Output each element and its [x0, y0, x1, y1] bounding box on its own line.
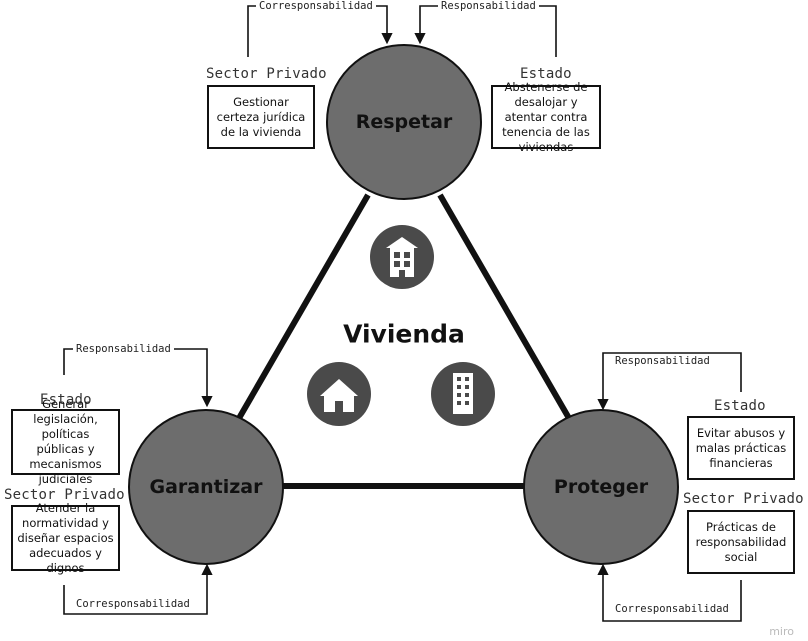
garantizar-corresponsabilidad-label: Corresponsabilidad [73, 598, 193, 610]
garantizar-state-box: Generar legislación, políticas públicas … [11, 397, 120, 486]
proteger-label: Proteger [553, 476, 649, 498]
respetar-state-text: Abstenerse de desalojar y atentar contra… [502, 79, 590, 154]
proteger-state-text: Evitar abusos y malas prácticas financie… [695, 425, 787, 470]
respetar-private-actor: Sector Privado [206, 66, 327, 82]
house-icon [307, 362, 371, 426]
office-tower-icon [431, 362, 495, 426]
proteger-circle [523, 409, 679, 565]
arrow-responsabilidad-respetar [414, 5, 557, 57]
respetar-label: Respetar [355, 111, 453, 133]
garantizar-state-text: Generar legislación, políticas públicas … [29, 397, 102, 486]
garantizar-private-box: Atender la normatividad y diseñar espaci… [11, 501, 120, 575]
apartment-building-icon [370, 225, 434, 289]
respetar-state-box: Abstenerse de desalojar y atentar contra… [491, 80, 601, 154]
proteger-private-text: Prácticas de responsabilidad social [695, 519, 787, 564]
center-title: Vivienda [343, 319, 465, 349]
respetar-private-box: Gestionar certeza jurídica de la viviend… [207, 85, 315, 149]
respetar-state-actor: Estado [520, 66, 572, 82]
garantizar-circle [128, 409, 284, 565]
respetar-responsabilidad-label: Responsabilidad [438, 0, 539, 12]
arrow-corresponsabilidad-respetar [247, 5, 393, 57]
proteger-corresponsabilidad-label: Corresponsabilidad [612, 603, 732, 615]
garantizar-private-text: Atender la normatividad y diseñar espaci… [17, 500, 114, 575]
edge-respetar-garantizar [235, 193, 371, 422]
triangle [235, 193, 573, 489]
respetar-private-text: Gestionar certeza jurídica de la viviend… [216, 94, 306, 139]
arrow-corresponsabilidad-proteger [597, 563, 742, 622]
respetar-circle [326, 44, 482, 200]
respetar-corresponsabilidad-label: Corresponsabilidad [256, 0, 376, 12]
garantizar-private-actor: Sector Privado [4, 487, 125, 503]
garantizar-responsabilidad-label: Responsabilidad [73, 343, 174, 355]
proteger-state-box: Evitar abusos y malas prácticas financie… [687, 416, 795, 480]
edge-respetar-proteger [437, 193, 573, 422]
proteger-private-actor: Sector Privado [683, 491, 804, 507]
proteger-private-box: Prácticas de responsabilidad social [687, 510, 795, 574]
arrow-responsabilidad-proteger [597, 352, 742, 411]
arrow-corresponsabilidad-garantizar [63, 563, 213, 615]
proteger-responsabilidad-label: Responsabilidad [612, 355, 713, 367]
miro-watermark: miro [769, 625, 794, 638]
proteger-state-actor: Estado [714, 398, 766, 414]
garantizar-label: Garantizar [149, 476, 263, 498]
garantizar-state-actor: Estado [40, 392, 92, 408]
